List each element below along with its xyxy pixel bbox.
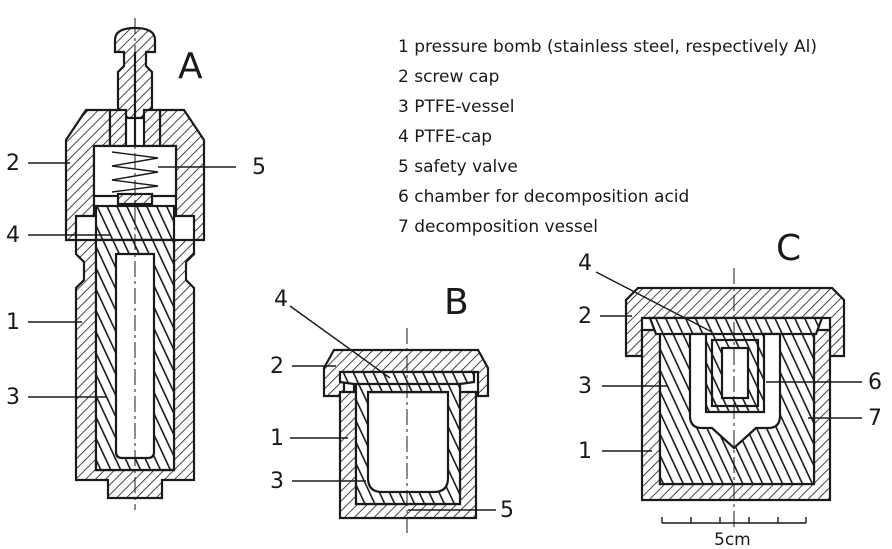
scale-bar-label: 5cm (714, 530, 751, 549)
panel-b-label: B (444, 282, 469, 323)
inner-cup-bore-c (720, 346, 750, 400)
legend-item-1: 1 pressure bomb (stainless steel, respec… (398, 37, 817, 57)
panel-a: A (64, 18, 206, 510)
callouts-c: 4 2 3 1 6 7 (578, 251, 882, 464)
callout-c-6: 6 (868, 370, 882, 395)
legend: 1 pressure bomb (stainless steel, respec… (398, 37, 817, 237)
spring-icon (111, 151, 159, 193)
callout-b-2: 2 (270, 354, 284, 379)
leader-b-4 (289, 305, 391, 379)
legend-item-7: 7 decomposition vessel (398, 217, 598, 237)
legend-item-2: 2 screw cap (398, 67, 499, 87)
callout-c-7: 7 (868, 406, 882, 431)
callout-c-3: 3 (578, 374, 592, 399)
callout-a-5: 5 (252, 155, 266, 180)
scale-bar: 5cm (661, 517, 807, 549)
callout-a-2: 2 (6, 151, 20, 176)
panel-c: C (624, 228, 846, 530)
panel-c-label: C (776, 228, 801, 269)
callout-a-3: 3 (6, 385, 20, 410)
ptfe-vessel-a (94, 238, 176, 472)
panel-b: B (322, 282, 490, 535)
legend-item-4: 4 PTFE-cap (398, 127, 492, 147)
callout-c-4: 4 (578, 251, 592, 276)
callout-b-4: 4 (274, 287, 288, 312)
callouts-b: 4 2 1 3 5 (270, 287, 514, 523)
callout-b-5: 5 (500, 498, 514, 523)
screw-cap-b (322, 348, 490, 398)
callout-a-1: 1 (6, 310, 20, 335)
callout-c-1: 1 (578, 439, 592, 464)
callout-a-4: 4 (6, 223, 20, 248)
ptfe-vessel-b (354, 382, 462, 506)
leader-c-4 (595, 271, 713, 333)
callout-c-2: 2 (578, 304, 592, 329)
callout-b-3: 3 (270, 469, 284, 494)
legend-item-3: 3 PTFE-vessel (398, 97, 514, 117)
callout-b-1: 1 (270, 426, 284, 451)
legend-item-5: 5 safety valve (398, 157, 518, 177)
panel-a-label: A (178, 46, 203, 87)
legend-item-6: 6 chamber for decomposition acid (398, 187, 689, 207)
callouts-a: 2 5 4 1 3 (6, 151, 266, 410)
acid-chamber-c (688, 332, 782, 450)
ptfe-cap-c (648, 316, 824, 336)
